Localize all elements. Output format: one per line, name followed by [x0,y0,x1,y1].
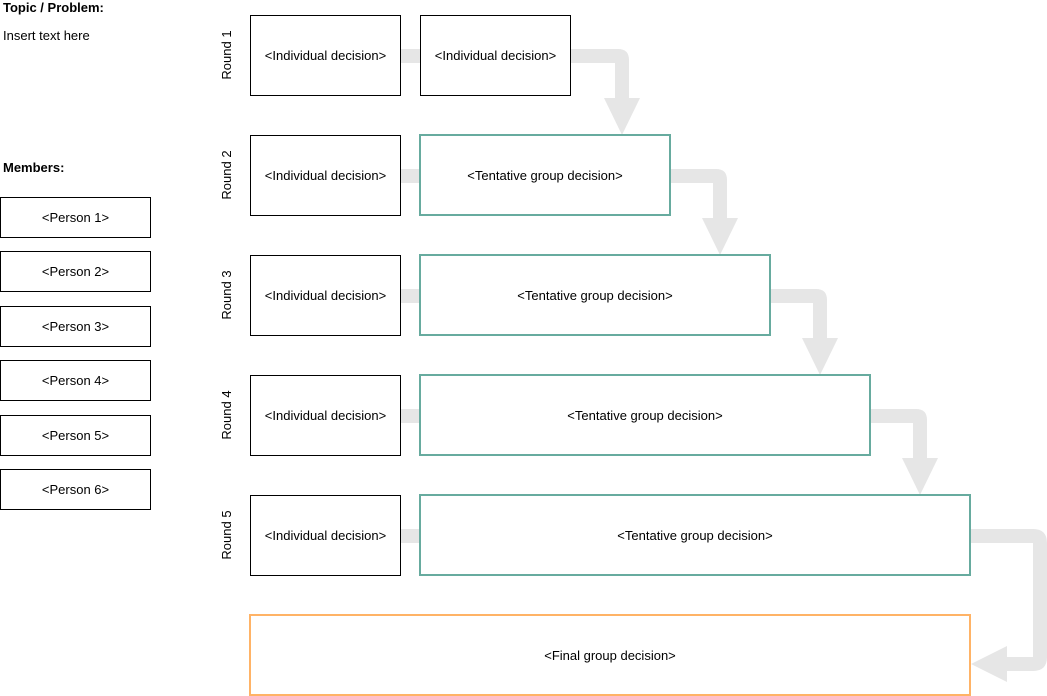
person-box[interactable]: <Person 3> [0,306,151,347]
members-heading: Members: [3,160,65,175]
topic-text[interactable]: Insert text here [3,28,90,43]
tentative-group-decision-box[interactable]: <Tentative group decision> [419,134,671,216]
individual-decision-box[interactable]: <Individual decision> [250,255,401,336]
arrow-round3-to-round4 [770,289,838,375]
individual-decision-box[interactable]: <Individual decision> [250,15,401,96]
connector [400,529,420,543]
round-label: Round 1 [219,30,234,80]
arrow-round1-to-round2 [571,49,640,135]
person-box[interactable]: <Person 1> [0,197,151,238]
tentative-group-decision-box[interactable]: <Tentative group decision> [419,494,971,576]
arrow-round5-to-final [970,529,1047,682]
arrow-round2-to-round3 [670,169,738,255]
person-box[interactable]: <Person 6> [0,469,151,510]
connector [400,49,420,63]
connector [400,289,420,303]
arrow-round4-to-round5 [870,409,938,495]
individual-decision-box[interactable]: <Individual decision> [420,15,571,96]
tentative-group-decision-box[interactable]: <Tentative group decision> [419,374,871,456]
tentative-group-decision-box[interactable]: <Tentative group decision> [419,254,771,336]
person-box[interactable]: <Person 5> [0,415,151,456]
person-box[interactable]: <Person 4> [0,360,151,401]
round-label: Round 2 [219,150,234,200]
connector [400,409,420,423]
round-label: Round 3 [219,270,234,320]
person-box[interactable]: <Person 2> [0,251,151,292]
topic-heading: Topic / Problem: [3,0,104,15]
final-group-decision-box[interactable]: <Final group decision> [249,614,971,696]
round-label: Round 4 [219,390,234,440]
individual-decision-box[interactable]: <Individual decision> [250,375,401,456]
round-label: Round 5 [219,510,234,560]
connector [400,169,420,183]
individual-decision-box[interactable]: <Individual decision> [250,495,401,576]
individual-decision-box[interactable]: <Individual decision> [250,135,401,216]
